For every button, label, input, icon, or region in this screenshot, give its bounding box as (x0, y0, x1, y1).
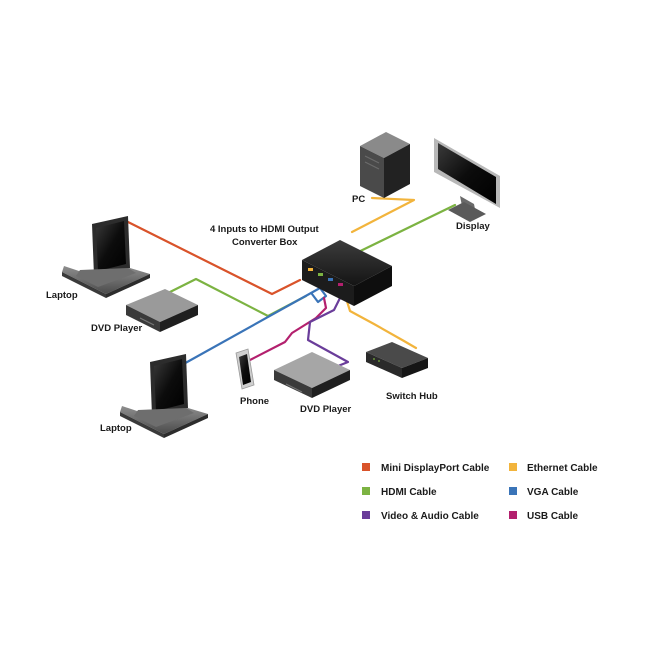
laptop-top-icon (62, 216, 150, 298)
switch-hub-icon (366, 342, 428, 378)
cable-video-audio (306, 296, 350, 368)
hub-title-line2: Converter Box (232, 237, 298, 248)
label-pc: PC (352, 194, 365, 205)
label-laptop-bottom: Laptop (100, 423, 132, 434)
label-dvd-bottom: DVD Player (300, 404, 352, 415)
phone-icon (235, 348, 255, 390)
hub-title-line1: 4 Inputs to HDMI Output (210, 224, 320, 235)
legend-swatch-hdmi (362, 487, 370, 495)
legend-label-video-audio: Video & Audio Cable (381, 511, 479, 522)
label-dvd-left: DVD Player (91, 323, 143, 334)
cable-usb (248, 296, 328, 362)
converter-box-icon (302, 240, 392, 306)
cable-vga (178, 286, 328, 368)
legend-swatch-vga (509, 487, 517, 495)
display-monitor-icon (434, 138, 500, 222)
dvd-player-bottom-icon (274, 352, 350, 398)
label-laptop-top: Laptop (46, 290, 78, 301)
legend-swatch-video-audio (362, 511, 370, 519)
legend-label-mini-displayport: Mini DisplayPort Cable (381, 463, 490, 474)
dvd-player-left-icon (126, 289, 198, 332)
label-switch-hub: Switch Hub (386, 391, 438, 402)
cable-ethernet-switch (344, 296, 418, 350)
legend-swatch-ethernet (509, 463, 517, 471)
legend-label-vga: VGA Cable (527, 487, 579, 498)
legend-swatch-usb (509, 511, 517, 519)
label-display: Display (456, 221, 491, 232)
legend-label-usb: USB Cable (527, 511, 579, 522)
legend-label-hdmi: HDMI Cable (381, 487, 437, 498)
legend-swatch-mini-displayport (362, 463, 370, 471)
pc-tower-icon (360, 132, 410, 198)
laptop-bottom-icon (120, 354, 208, 438)
legend: Mini DisplayPort Cable HDMI Cable Video … (362, 463, 598, 522)
labels: 4 Inputs to HDMI Output Converter Box La… (46, 194, 491, 434)
label-phone: Phone (240, 396, 269, 407)
cable-hdmi-output (344, 203, 457, 260)
legend-label-ethernet: Ethernet Cable (527, 463, 598, 474)
cable-ethernet-pc (350, 196, 416, 234)
cables (108, 196, 457, 368)
